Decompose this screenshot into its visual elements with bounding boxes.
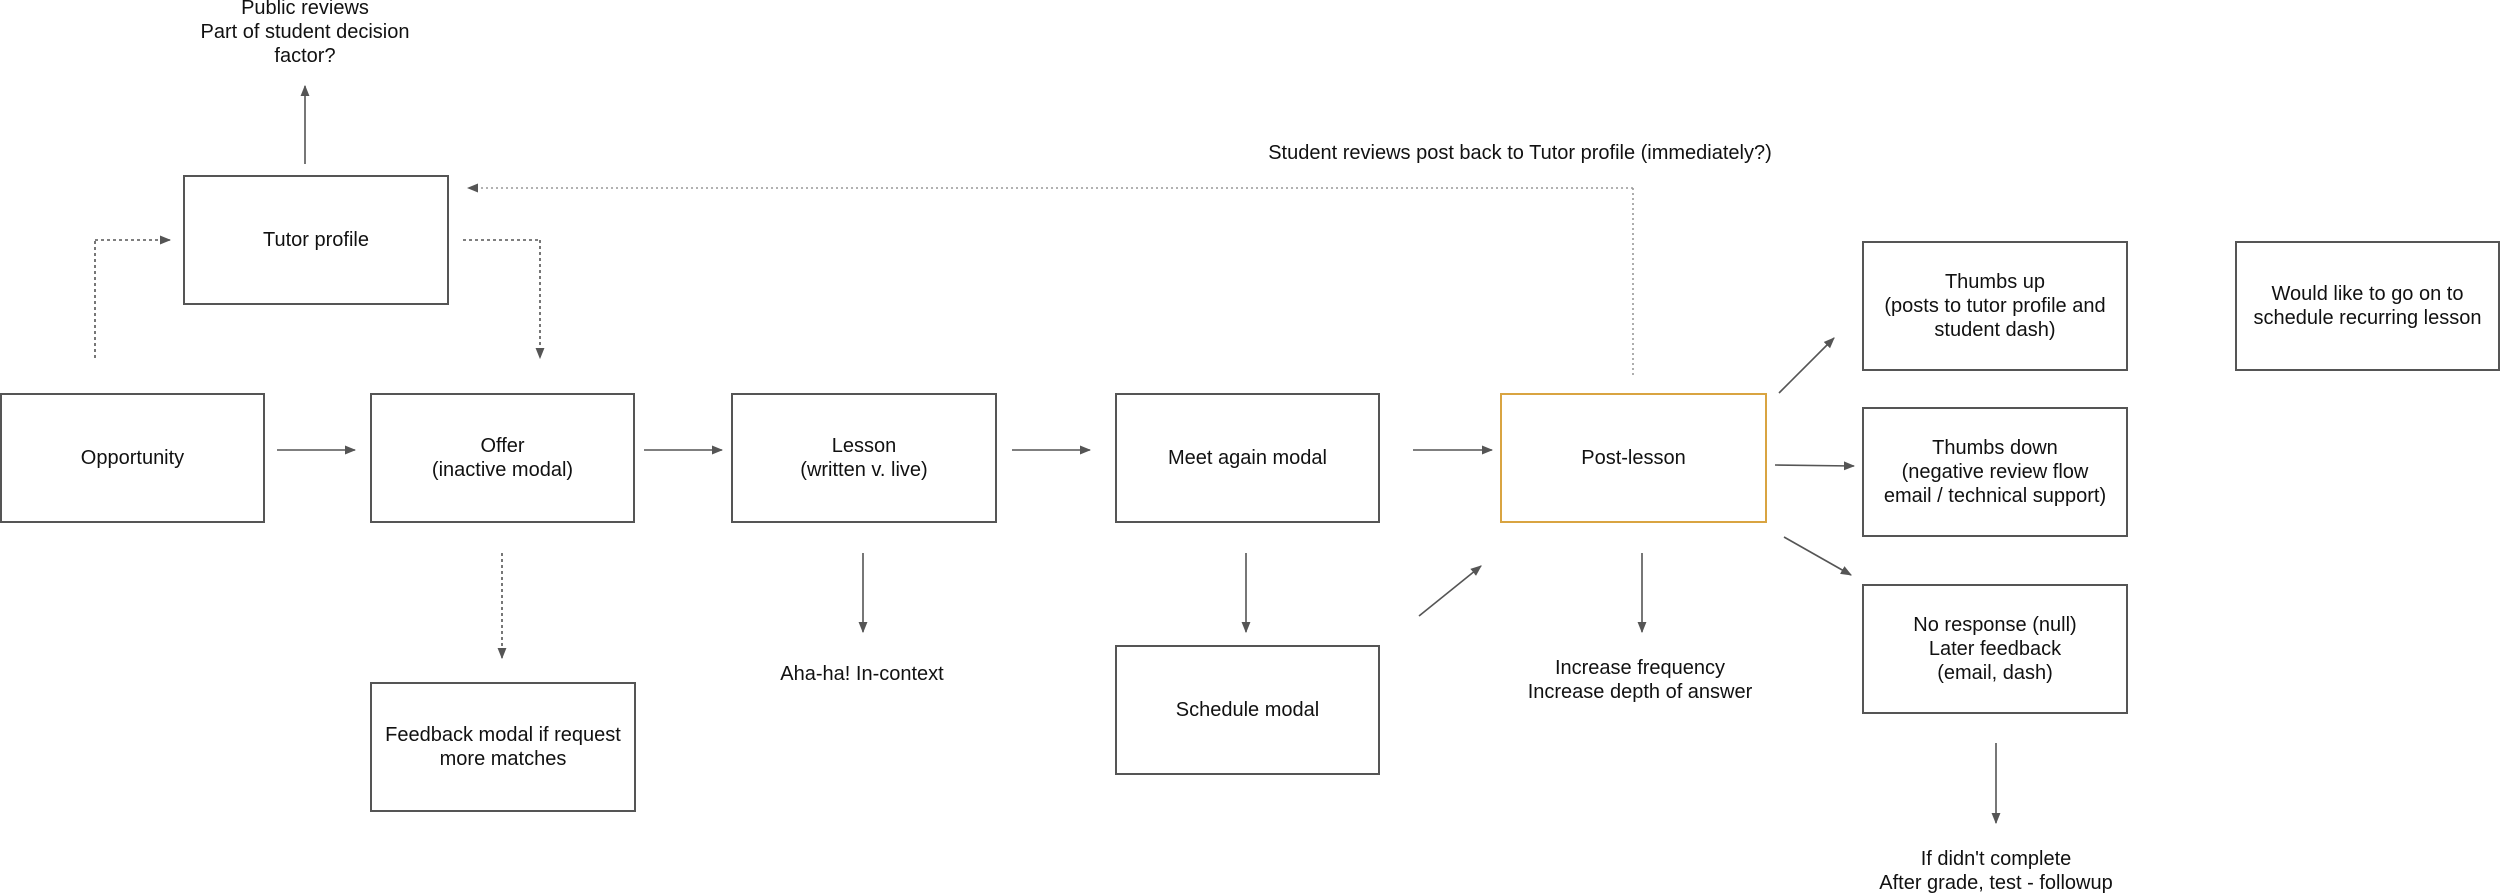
aha-label: Aha-ha! In-context: [712, 662, 1012, 686]
opportunity-text: Opportunity: [81, 446, 184, 470]
offer-text: Offer (inactive modal): [432, 434, 573, 482]
public-reviews-label: Public reviews Part of student decision …: [155, 0, 455, 68]
no-response-line-3: (email, dash): [1937, 662, 2053, 684]
recurring-line-2: schedule recurring lesson: [2253, 307, 2482, 329]
tutor-profile-line-1: Tutor profile: [263, 229, 369, 251]
student-reviews-line-1: Student reviews post back to Tutor profi…: [1268, 142, 1772, 164]
opportunity-box: Opportunity: [0, 393, 265, 523]
incomplete-line-2: After grade, test - followup: [1879, 872, 2113, 894]
no-response-text: No response (null) Later feedback (email…: [1913, 613, 2076, 685]
tutor-profile-box: Tutor profile: [183, 175, 449, 305]
public-reviews-line-3: factor?: [274, 45, 336, 67]
post-lesson-box: Post-lesson: [1500, 393, 1767, 523]
thumbs-up-line-2: (posts to tutor profile and: [1884, 295, 2106, 317]
meet-again-modal-box: Meet again modal: [1115, 393, 1380, 523]
offer-box: Offer (inactive modal): [370, 393, 635, 523]
lesson-line-1: Lesson: [831, 435, 897, 457]
increase-label: Increase frequency Increase depth of ans…: [1490, 656, 1790, 704]
offer-line-2: (inactive modal): [431, 459, 574, 481]
thumbs-up-line-1: Thumbs up: [1944, 271, 2046, 293]
thumbs-down-line-1: Thumbs down: [1932, 437, 2058, 459]
schedule-modal-line-1: Schedule modal: [1175, 699, 1320, 721]
incomplete-label: If didn't complete After grade, test - f…: [1846, 847, 2146, 895]
lesson-line-2: (written v. live): [800, 459, 928, 481]
meet-again-text: Meet again modal: [1168, 446, 1327, 470]
tutor-profile-text: Tutor profile: [263, 228, 369, 252]
offer-line-1: Offer: [480, 435, 525, 457]
thumbs-down-line-2: (negative review flow: [1901, 461, 2089, 483]
thumbs-up-line-3: student dash): [1934, 319, 2056, 341]
thumbs-down-line-3: email / technical support): [1883, 485, 2107, 507]
feedback-modal-line-2: more matches: [439, 748, 567, 770]
schedule-modal-text: Schedule modal: [1176, 698, 1319, 722]
aha-line-1: Aha-ha! In-context: [780, 663, 944, 685]
increase-line-1: Increase frequency: [1554, 657, 1726, 679]
opportunity-line-1: Opportunity: [80, 447, 185, 469]
feedback-modal-text: Feedback modal if request more matches: [385, 723, 621, 771]
arrow-post-lesson-to-thumbs-up: [1778, 337, 1835, 394]
lesson-text: Lesson (written v. live): [800, 434, 927, 482]
arrow-post-lesson-to-thumbs-down: [1774, 461, 1856, 471]
recurring-lesson-text: Would like to go on to schedule recurrin…: [2254, 282, 2482, 330]
recurring-line-1: Would like to go on to: [2271, 283, 2464, 305]
recurring-lesson-box: Would like to go on to schedule recurrin…: [2235, 241, 2500, 371]
thumbs-up-box: Thumbs up (posts to tutor profile and st…: [1862, 241, 2128, 371]
public-reviews-line-2: Part of student decision: [200, 21, 410, 43]
increase-line-2: Increase depth of answer: [1527, 681, 1753, 703]
public-reviews-line-1: Public reviews: [241, 0, 369, 19]
student-reviews-label: Student reviews post back to Tutor profi…: [1170, 141, 1870, 165]
post-lesson-line-1: Post-lesson: [1581, 447, 1686, 469]
no-response-line-1: No response (null): [1913, 614, 2077, 636]
meet-again-line-1: Meet again modal: [1168, 447, 1327, 469]
arrow-schedule-to-post-lesson: [1418, 565, 1482, 617]
arrow-post-lesson-to-no-response: [1783, 536, 1852, 576]
post-lesson-text: Post-lesson: [1581, 446, 1686, 470]
thumbs-down-box: Thumbs down (negative review flow email …: [1862, 407, 2128, 537]
no-response-box: No response (null) Later feedback (email…: [1862, 584, 2128, 714]
feedback-modal-line-1: Feedback modal if request: [385, 724, 621, 746]
thumbs-down-text: Thumbs down (negative review flow email …: [1884, 436, 2106, 508]
lesson-box: Lesson (written v. live): [731, 393, 997, 523]
feedback-modal-box: Feedback modal if request more matches: [370, 682, 636, 812]
schedule-modal-box: Schedule modal: [1115, 645, 1380, 775]
no-response-line-2: Later feedback: [1928, 638, 2062, 660]
thumbs-up-text: Thumbs up (posts to tutor profile and st…: [1884, 270, 2105, 342]
incomplete-line-1: If didn't complete: [1920, 848, 2072, 870]
